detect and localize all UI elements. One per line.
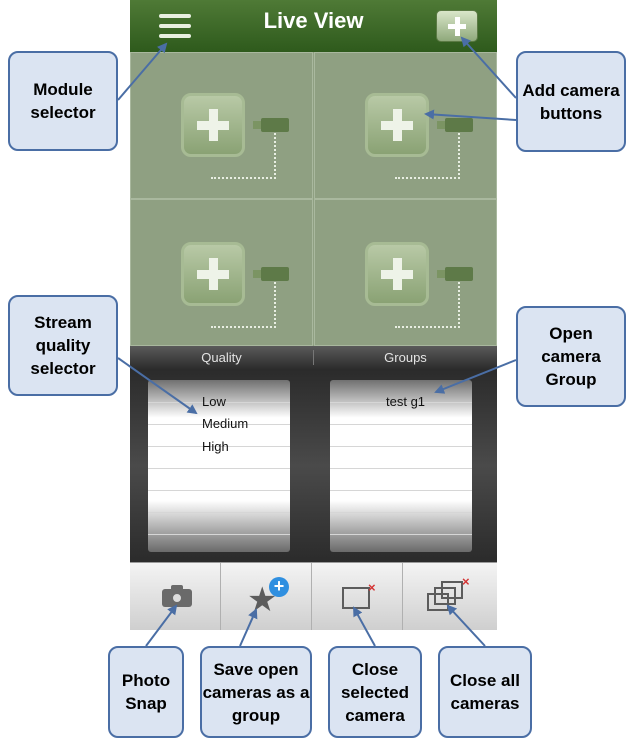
close-all-cameras-button[interactable]: × <box>403 563 494 630</box>
add-camera-plus-icon[interactable] <box>181 93 245 157</box>
callout-stream-quality: Stream quality selector <box>8 295 118 396</box>
camera-slot-2[interactable] <box>314 52 497 199</box>
groups-picker-wheel[interactable]: test g1 <box>330 380 472 552</box>
windows-close-all-icon: × <box>427 575 471 617</box>
star-plus-icon: ★+ <box>247 577 291 617</box>
header-bar: Live View <box>130 0 497 52</box>
camera-grid <box>130 52 497 346</box>
callout-close-selected: Close selected camera <box>328 646 422 738</box>
phone-screen: Live View Quality <box>130 0 497 630</box>
camera-icon <box>437 267 473 281</box>
bottom-toolbar: ★+ × × <box>130 562 497 630</box>
connector-line <box>395 133 460 179</box>
picker-labels: Quality Groups <box>130 346 497 370</box>
add-camera-plus-icon[interactable] <box>365 242 429 306</box>
hamburger-menu-icon[interactable] <box>157 11 193 41</box>
window-close-icon: × <box>342 581 376 609</box>
photo-snap-button[interactable] <box>130 563 221 630</box>
picker-area: Low Medium High test g1 <box>130 370 497 562</box>
camera-icon <box>437 118 473 132</box>
page-title: Live View <box>263 8 364 33</box>
callout-module-selector: Module selector <box>8 51 118 151</box>
callout-photo-snap: Photo Snap <box>108 646 184 738</box>
save-group-button[interactable]: ★+ <box>221 563 312 630</box>
group-option[interactable]: test g1 <box>386 394 426 409</box>
quality-option[interactable]: Medium <box>202 416 249 431</box>
quality-option[interactable]: High <box>202 439 229 454</box>
quality-option[interactable]: Low <box>202 394 226 409</box>
connector-line <box>211 282 276 328</box>
callout-close-all: Close all cameras <box>438 646 532 738</box>
callout-save-group: Save open cameras as a group <box>200 646 312 738</box>
camera-slot-3[interactable] <box>130 199 313 346</box>
camera-slot-4[interactable] <box>314 199 497 346</box>
camera-icon <box>253 118 289 132</box>
callout-add-camera: Add camera buttons <box>516 51 626 152</box>
quality-picker-wheel[interactable]: Low Medium High <box>148 380 290 552</box>
add-camera-plus-icon[interactable] <box>181 242 245 306</box>
quality-label: Quality <box>130 350 314 365</box>
connector-line <box>211 133 276 179</box>
connector-line <box>395 282 460 328</box>
camera-slot-1[interactable] <box>130 52 313 199</box>
add-camera-button[interactable] <box>436 10 478 42</box>
callout-open-group: Open camera Group <box>516 306 626 407</box>
add-camera-plus-icon[interactable] <box>365 93 429 157</box>
groups-label: Groups <box>384 350 427 365</box>
camera-icon <box>162 585 192 607</box>
close-selected-camera-button[interactable]: × <box>312 563 403 630</box>
camera-icon <box>253 267 289 281</box>
